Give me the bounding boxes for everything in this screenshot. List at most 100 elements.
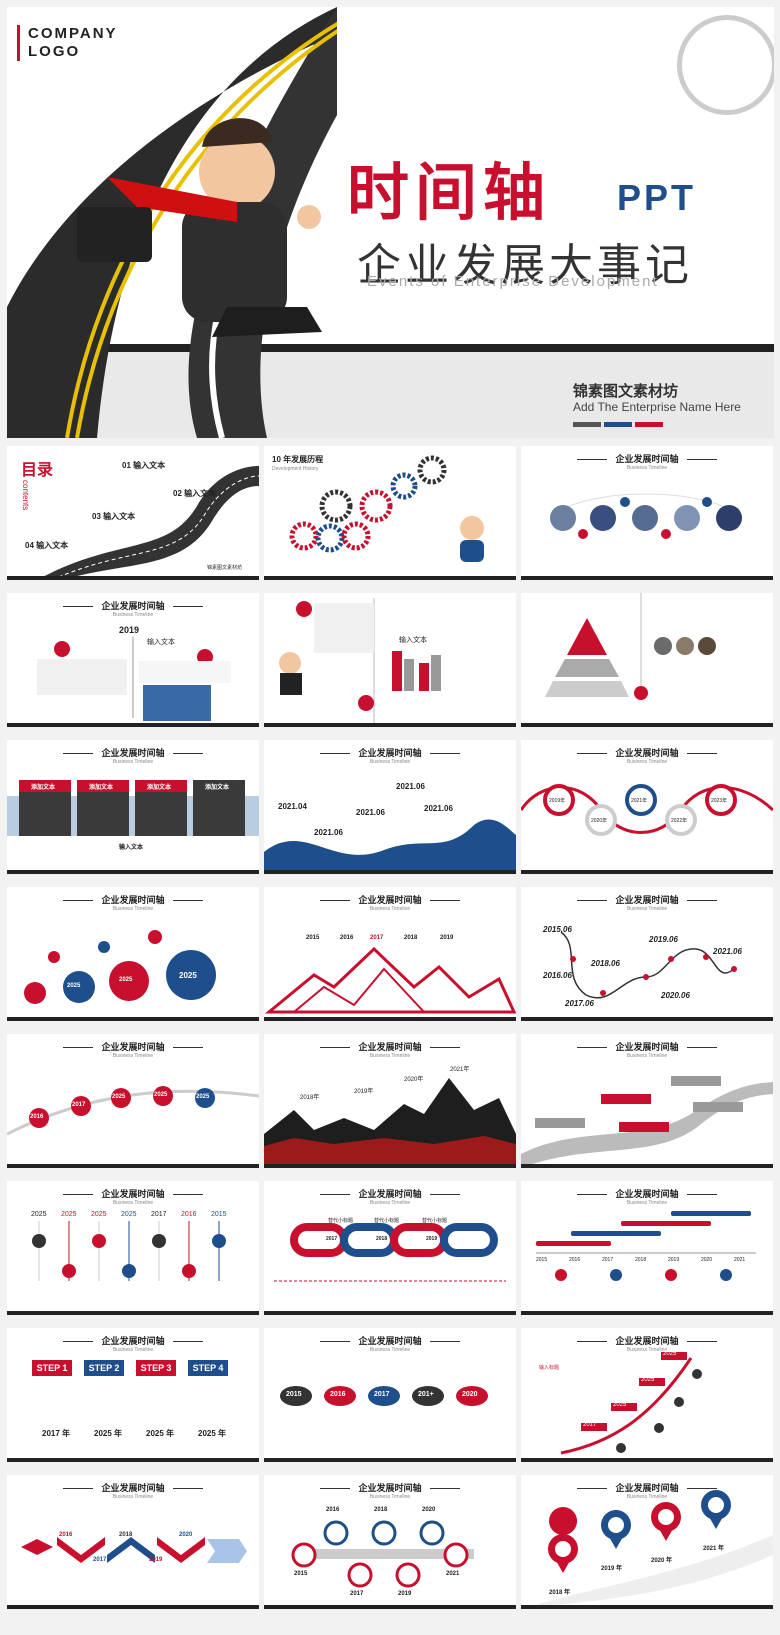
slide-circle-wave[interactable]: 企业发展时间轴 Business Timeline 2019年 2020年 20… — [521, 740, 773, 874]
slide-road3d[interactable]: 企业发展时间轴 Business Timeline — [521, 1034, 773, 1168]
slide-clouds[interactable]: 企业发展时间轴 Business Timeline 2015 2016 2017… — [264, 1328, 516, 1462]
pin-year-1: 2018 年 — [549, 1590, 571, 1596]
gantt-tick-6: 2020 — [701, 1257, 713, 1263]
tabs-footer: 输入文本 — [119, 845, 144, 851]
chevron-year-5: 2020 — [179, 1532, 193, 1538]
slide-city[interactable]: 企业发展时间轴 Business Timeline 2018年 2019年 20… — [264, 1034, 516, 1168]
slide-title-en: Business Timeline — [626, 465, 668, 471]
wave-year-4: 2022年 — [671, 818, 688, 824]
col-year-1: 2025 — [31, 1211, 47, 1218]
slide-gears[interactable]: 10 年发展历程 Development History — [264, 446, 516, 580]
wave-year-3: 2021年 — [631, 798, 648, 804]
slide-title-en: Business Timeline — [369, 1347, 411, 1353]
hero-ppt-label: PPT — [617, 177, 697, 218]
chain-year-1: 2017 — [326, 1236, 338, 1242]
slide-curve-dates[interactable]: 企业发展时间轴 Business Timeline 2015.06 2016.0… — [521, 887, 773, 1021]
gantt-tick-2: 2016 — [569, 1257, 581, 1263]
wave-year-2: 2020年 — [591, 818, 608, 824]
slide-bars-mascot[interactable]: 输入文本 — [264, 593, 516, 727]
wave-date-3: 2021.06 — [356, 808, 385, 817]
slide-arc[interactable]: 企业发展时间轴 Business Timeline 2016 2017 2025… — [7, 1034, 259, 1168]
step-year-4: 2025 年 — [198, 1429, 227, 1438]
step-4[interactable]: STEP 4 — [188, 1360, 228, 1376]
tab-4[interactable]: 添加文本 — [205, 785, 230, 791]
logo-line2: LOGO — [28, 43, 81, 60]
curve-date-4: 2018.06 — [591, 959, 620, 968]
toc-item-2[interactable]: 02 输入文本 — [173, 489, 217, 498]
slide-title-en: Business Timeline — [626, 1053, 668, 1059]
hex-year-1: 2015 — [294, 1571, 308, 1577]
tab-3[interactable]: 添加文本 — [147, 785, 172, 791]
tab-2[interactable]: 添加文本 — [89, 785, 114, 791]
mountain-year-5: 2019 — [440, 935, 454, 941]
slide-title: 企业发展时间轴 — [615, 1337, 679, 1347]
hex-year-2: 2016 — [326, 1507, 340, 1513]
curve-date-5: 2019.06 — [649, 935, 678, 944]
city-year-2: 2019年 — [354, 1089, 374, 1095]
arrow-year-1: 2017 — [583, 1422, 597, 1428]
slide-bubbles[interactable]: 企业发展时间轴 Business Timeline 2025 2025 2025 — [7, 887, 259, 1021]
step-1[interactable]: STEP 1 — [32, 1360, 72, 1376]
slide-toc[interactable]: 目录 contents 01 输入文本 02 输入文本 03 输入文本 04 输… — [7, 446, 259, 580]
step-2[interactable]: STEP 2 — [84, 1360, 124, 1376]
slide-pins[interactable]: 企业发展时间轴 Business Timeline 2018 年 2019 年 … — [521, 1475, 773, 1609]
businessman-body — [182, 202, 287, 322]
slide-seven-columns[interactable]: 企业发展时间轴 Business Timeline 2025 2025 2025… — [7, 1181, 259, 1315]
slide-title-en: Business Timeline — [112, 1200, 154, 1206]
city-year-4: 2021年 — [450, 1067, 470, 1073]
slide-mountains[interactable]: 企业发展时间轴 Business Timeline 2015 2016 2017… — [264, 887, 516, 1021]
col-year-5: 2017 — [151, 1211, 167, 1218]
chain-year-2: 2018 — [376, 1236, 388, 1242]
mountain-year-3: 2017 — [370, 935, 384, 941]
wave-date-1: 2021.04 — [278, 802, 307, 811]
slide-title-en: Business Timeline — [626, 1200, 668, 1206]
wave-year-5: 2023年 — [711, 798, 728, 804]
slide-title-en: Business Timeline — [626, 906, 668, 912]
slide-hex-icons[interactable]: 企业发展时间轴 Business Timeline 2015 2016 2017… — [264, 1475, 516, 1609]
arc-year-5: 2025 — [196, 1094, 210, 1100]
slide-tabs[interactable]: 企业发展时间轴 Business Timeline 添加文本 添加文本 添加文本… — [7, 740, 259, 874]
pin-year-2: 2019 年 — [601, 1566, 623, 1572]
gears-diagram — [289, 455, 484, 562]
arc-year-4: 2025 — [154, 1092, 168, 1098]
toc-item-3[interactable]: 03 输入文本 — [92, 512, 136, 521]
hero-english-subtitle: Events of Enterprise Development — [367, 273, 659, 290]
slide-steps[interactable]: 企业发展时间轴 Business Timeline STEP 1 STEP 2 … — [7, 1328, 259, 1462]
entry-label: 输入文本 — [147, 639, 175, 646]
curve-date-7: 2021.06 — [713, 947, 742, 956]
slide-title: 企业发展时间轴 — [101, 749, 165, 759]
curve-date-1: 2015.06 — [543, 925, 572, 934]
slide-arrow-growth[interactable]: 企业发展时间轴 Business Timeline 2017 2025 2025… — [521, 1328, 773, 1462]
step-3[interactable]: STEP 3 — [136, 1360, 176, 1376]
toc-item-4[interactable]: 04 输入文本 — [25, 541, 69, 550]
slide-title: 企业发展时间轴 — [358, 1190, 422, 1200]
bubble-year-2: 2025 — [119, 977, 133, 983]
slide-title: 企业发展时间轴 — [101, 1190, 165, 1200]
arc-year-2: 2017 — [72, 1102, 86, 1108]
slide-title: 企业发展时间轴 — [358, 1043, 422, 1053]
arrow-year-3: 2025 — [641, 1377, 655, 1383]
slide-wave-dates[interactable]: 企业发展时间轴 Business Timeline 2021.04 2021.0… — [264, 740, 516, 874]
cover-divider — [7, 344, 774, 352]
chevron-year-4: 2019 — [149, 1557, 163, 1563]
accent-bar-grey — [573, 422, 601, 427]
col-year-2: 2025 — [61, 1211, 77, 1218]
slide-gantt[interactable]: 企业发展时间轴 Business Timeline 2015 2016 2017… — [521, 1181, 773, 1315]
road-illustration — [7, 7, 337, 438]
slide-title-en: Business Timeline — [112, 1347, 154, 1353]
slide-title: 企业发展时间轴 — [615, 1484, 679, 1494]
slide-circles-photos[interactable]: 企业发展时间轴 Business Timeline — [521, 446, 773, 580]
curve-date-2: 2016.06 — [543, 971, 572, 980]
slide-title-en: Business Timeline — [112, 1053, 154, 1059]
slide-title-en: Business Timeline — [369, 906, 411, 912]
slide-2019[interactable]: 企业发展时间轴 Business Timeline 2019 输入文本 — [7, 593, 259, 727]
arrow-label-1: 输入标题 — [539, 1365, 560, 1371]
cover-slide[interactable]: COMPANY LOGO 时间轴 PPT 企业发展大事记 Events of E… — [7, 7, 774, 438]
slide-chevrons[interactable]: 企业发展时间轴 Business Timeline 2016 2017 2018… — [7, 1475, 259, 1609]
city-year-1: 2018年 — [300, 1095, 320, 1101]
toc-item-1[interactable]: 01 输入文本 — [122, 461, 166, 470]
tab-1[interactable]: 添加文本 — [31, 785, 56, 791]
slide-chain[interactable]: 企业发展时间轴 Business Timeline 2017 2018 2019… — [264, 1181, 516, 1315]
slide-pyramid[interactable] — [521, 593, 773, 727]
cloud-year-1: 2015 — [286, 1391, 302, 1398]
